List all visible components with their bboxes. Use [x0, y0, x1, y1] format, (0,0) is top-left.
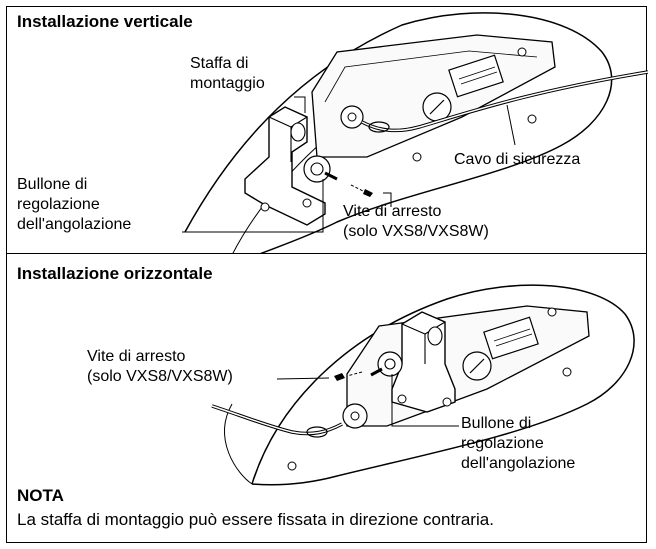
angle-bolt-label-line1: Bullone di [17, 176, 88, 193]
horizontal-angle-bolt-label-line3: dell'angolazione [461, 455, 576, 472]
horizontal-angle-bolt-label-line2: regolazione [461, 435, 544, 452]
mounting-bracket-label-line2: montaggio [190, 75, 265, 92]
angle-bolt-label-line2: regolazione [17, 196, 100, 213]
stop-screw-label-line1: Vite di arresto [343, 203, 442, 220]
horizontal-installation-panel: Installazione orizzontale [6, 253, 647, 543]
vertical-installation-panel: Installazione verticale [6, 6, 648, 255]
horizontal-speaker-illustration [211, 284, 635, 486]
angle-bolt-label-line3: dell'angolazione [17, 216, 132, 233]
horizontal-stop-screw-label-line2: (solo VXS8/VXS8W) [87, 368, 233, 385]
vertical-speaker-illustration [182, 12, 648, 255]
safety-cable-label: Cavo di sicurezza [454, 151, 581, 168]
horizontal-stop-screw-label-line1: Vite di arresto [87, 348, 186, 365]
note-title: NOTA [17, 486, 64, 505]
horizontal-angle-bolt-label-line1: Bullone di [461, 415, 532, 432]
note-text: La staffa di montaggio può essere fissat… [17, 510, 494, 529]
vertical-installation-title: Installazione verticale [17, 12, 193, 31]
stop-screw-label-line2: (solo VXS8/VXS8W) [343, 223, 489, 240]
horizontal-installation-title: Installazione orizzontale [17, 264, 213, 283]
mounting-bracket-label-line1: Staffa di [190, 55, 249, 72]
